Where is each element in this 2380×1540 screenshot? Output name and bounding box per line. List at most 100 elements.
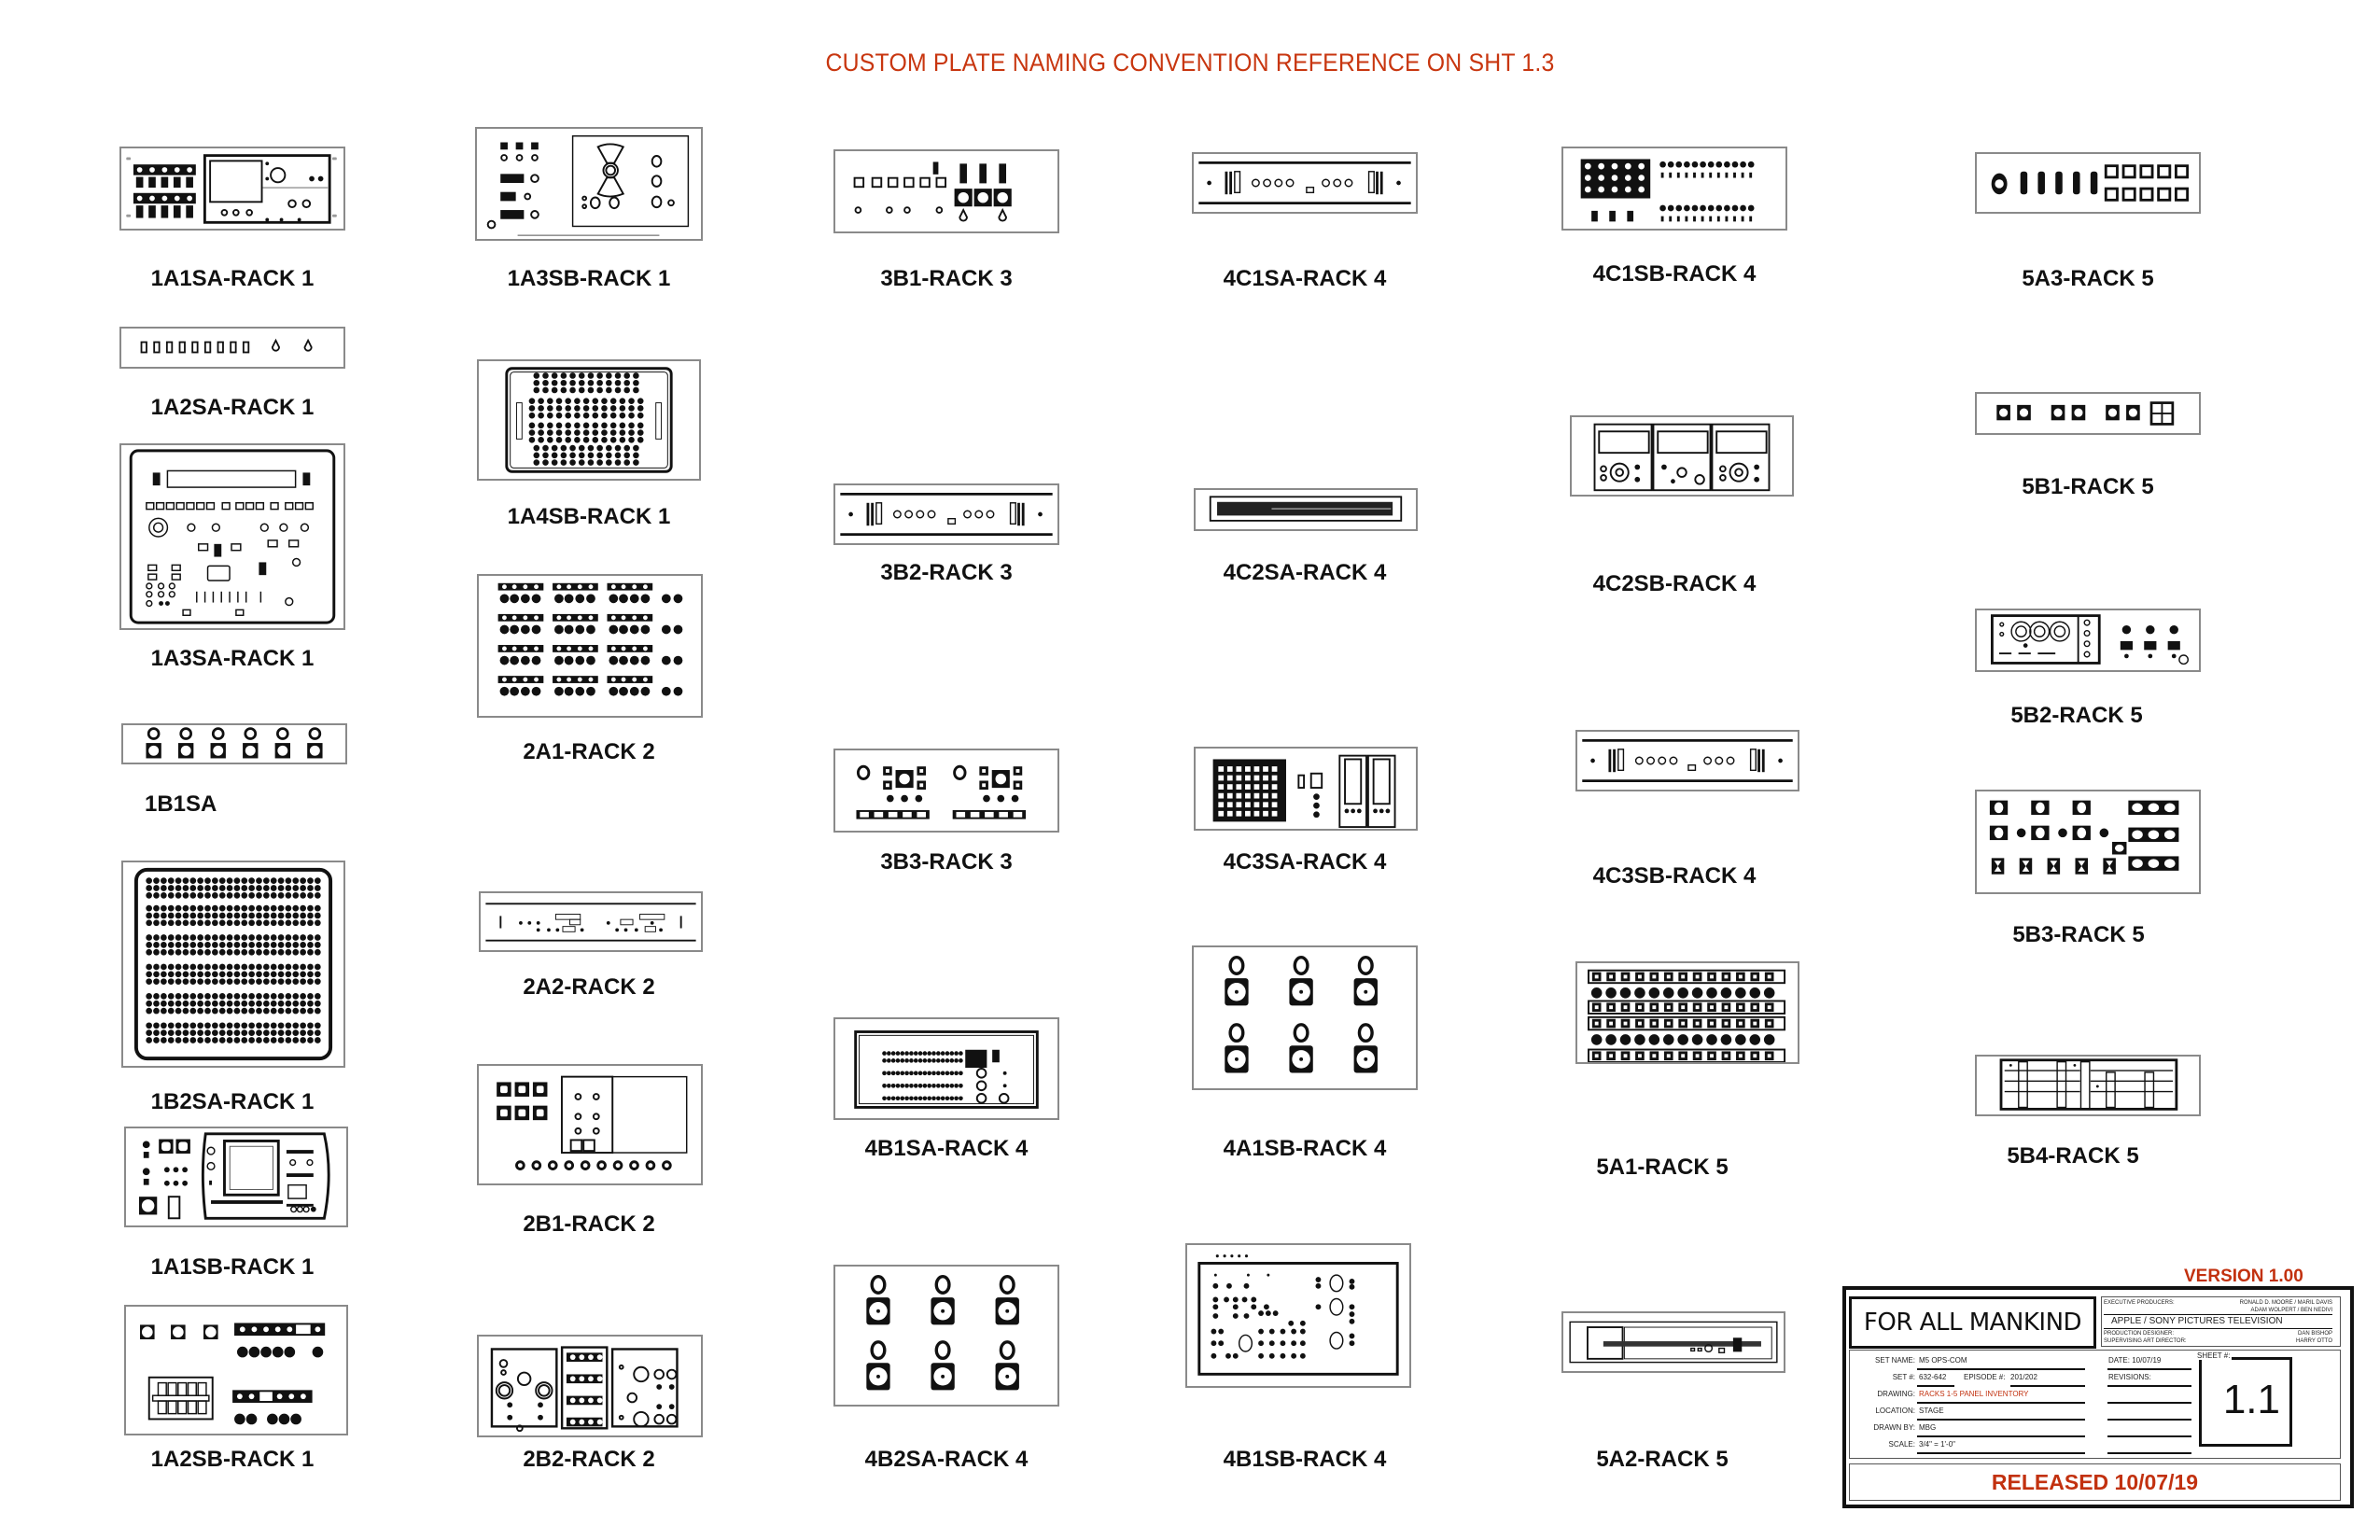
panel-label: 4C3SA-RACK 4 [1223, 849, 1387, 875]
underline [2010, 1385, 2085, 1387]
panel-drawing [854, 1030, 1039, 1109]
panel-label: 5A3-RACK 5 [2022, 266, 2154, 291]
panel-1A3SB [475, 127, 703, 241]
panel-label: 3B3-RACK 3 [880, 849, 1013, 875]
title-block: FOR ALL MANKIND EXECUTIVE PRODUCERS: RON… [1842, 1286, 2354, 1508]
panel-drawing [505, 367, 673, 473]
underline [2107, 1452, 2191, 1454]
panel-3B3 [833, 749, 1059, 833]
panel-drawing [853, 161, 1012, 222]
version-label: VERSION 1.00 [2184, 1267, 2303, 1286]
production-designer-label: PRODUCTION DESIGNER: [2104, 1331, 2175, 1337]
sheet-label: SHEET #: [2195, 1351, 2233, 1360]
panel-4C3SB [1575, 730, 1799, 791]
panel-5A1 [1575, 961, 1799, 1064]
panel-1A2SA [119, 327, 345, 369]
panel-label: 1A3SA-RACK 1 [150, 646, 315, 671]
panel-4C2SA [1194, 488, 1418, 531]
panel-label: 4B1SA-RACK 4 [864, 1136, 1029, 1161]
panel-drawing [1593, 423, 1771, 492]
divider [2104, 1314, 2332, 1315]
field-date: DATE: 10/07/19 [2108, 1356, 2162, 1365]
panel-label: 5B1-RACK 5 [2022, 474, 2154, 499]
panel-5B1 [1975, 392, 2201, 435]
underline [2107, 1435, 2191, 1437]
underline [1917, 1402, 2085, 1404]
panel-label: 2B1-RACK 2 [523, 1211, 655, 1237]
divider [2104, 1328, 2332, 1329]
panel-label: 1B1SA [145, 791, 217, 817]
panel-2A2 [479, 891, 703, 952]
underline [1917, 1435, 2085, 1437]
panel-5B4 [1975, 1055, 2201, 1116]
panel-2A1 [477, 574, 703, 718]
panel-2B2 [477, 1335, 703, 1437]
panel-drawing [129, 449, 336, 624]
panel-4B2SA [833, 1265, 1059, 1407]
panel-1A4SB [477, 359, 701, 481]
art-director: HARRY OTTO [2295, 1338, 2332, 1344]
panel-4A1SB [1192, 945, 1418, 1090]
panel-4C1SB [1561, 147, 1787, 231]
underline [2107, 1402, 2191, 1404]
panel-label: 1A1SA-RACK 1 [150, 266, 315, 291]
exec-producers-label: EXECUTIVE PRODUCERS: [2104, 1300, 2175, 1306]
underline [1917, 1385, 1954, 1387]
panel-4B1SB [1185, 1243, 1411, 1388]
panel-drawing [140, 338, 313, 354]
panel-drawing [1999, 1058, 2178, 1111]
sheet-number: 1.1 [2222, 1377, 2280, 1422]
panel-drawing [139, 1132, 330, 1220]
panel-label: 4B1SB-RACK 4 [1223, 1447, 1387, 1472]
panel-drawing [146, 727, 323, 759]
panel-label: 5B2-RACK 5 [2010, 703, 2143, 728]
panel-1A2SB [124, 1305, 348, 1435]
panel-4C2SB [1570, 415, 1794, 497]
panel-label: 1A1SB-RACK 1 [150, 1254, 315, 1280]
panel-1B2SA [121, 861, 345, 1068]
panel-label: 1A3SB-RACK 1 [507, 266, 671, 291]
panel-label: 5A2-RACK 5 [1596, 1447, 1729, 1472]
panel-label: 1A2SA-RACK 1 [150, 395, 315, 420]
panel-drawing [1588, 969, 1786, 1062]
panel-5B3 [1975, 790, 2201, 894]
panel-label: 2B2-RACK 2 [523, 1447, 655, 1472]
panel-label: 4C2SB-RACK 4 [1592, 571, 1757, 596]
panel-drawing [140, 1323, 326, 1425]
panel-drawing [856, 764, 1027, 819]
panel-label: 5B4-RACK 5 [2007, 1143, 2139, 1169]
panel-drawing [1996, 401, 2175, 426]
panel-drawing [1212, 754, 1396, 829]
credits-box: EXECUTIVE PRODUCERS: RONALD D. MOORE / M… [2101, 1296, 2341, 1347]
underline [2107, 1368, 2191, 1370]
panel-drawing [1582, 738, 1793, 783]
exec-producers-line1: RONALD D. MOORE / MARIL DAVIS [2239, 1300, 2332, 1306]
panel-1B1SA [121, 723, 347, 764]
panel-5A3 [1975, 152, 2201, 214]
panel-label: 4C3SB-RACK 4 [1592, 863, 1757, 889]
panel-drawing [840, 492, 1053, 537]
panel-label: 3B1-RACK 3 [880, 266, 1013, 291]
underline [2107, 1419, 2191, 1421]
panel-drawing [486, 135, 690, 236]
panel-3B2 [833, 483, 1059, 545]
panel-drawing [133, 867, 333, 1061]
panel-drawing [1991, 164, 2190, 202]
field-revisions: REVISIONS: [2108, 1373, 2151, 1381]
panel-drawing [497, 1075, 688, 1170]
panel-drawing [1569, 1321, 1778, 1364]
panel-2B1 [477, 1064, 703, 1185]
panel-drawing [864, 1275, 1021, 1393]
panel-label: 4C2SA-RACK 4 [1223, 560, 1387, 585]
production-designer: DAN BISHOP [2297, 1331, 2332, 1337]
panel-5A2 [1561, 1311, 1785, 1373]
panel-drawing [1990, 614, 2189, 665]
panel-label: 4C1SA-RACK 4 [1223, 266, 1387, 291]
panel-label: 4C1SB-RACK 4 [1592, 261, 1757, 287]
panel-4C1SA [1192, 152, 1418, 214]
panel-drawing [1197, 1254, 1399, 1376]
exec-producers-line2: ADAM WOLPERT / BEN NEDIVI [2250, 1308, 2332, 1313]
panel-label: 4B2SA-RACK 4 [864, 1447, 1029, 1472]
panel-3B1 [833, 149, 1059, 233]
